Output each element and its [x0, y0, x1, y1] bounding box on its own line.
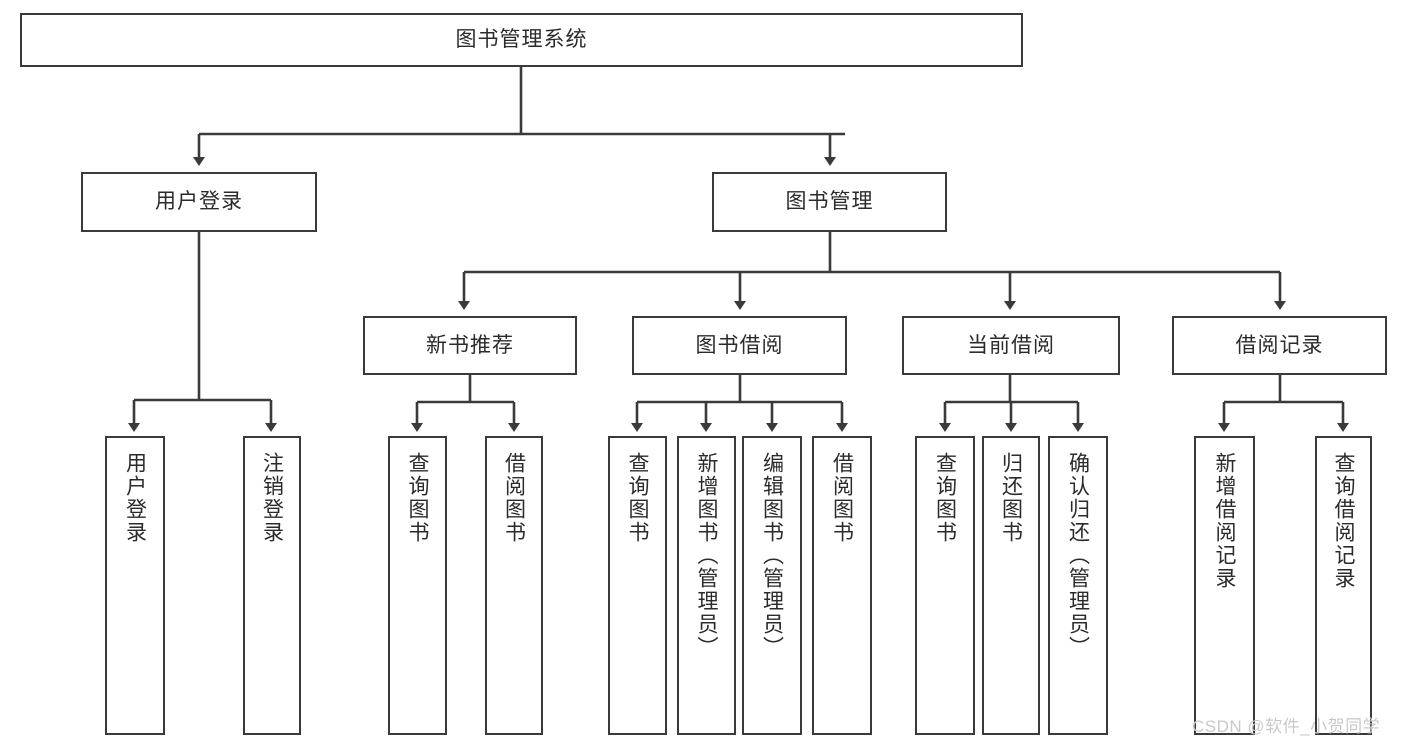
- node-book-borrow[interactable]: 图书借阅: [632, 316, 847, 375]
- node-label: 查询借阅记录: [1332, 452, 1355, 590]
- leaf-current-query-book[interactable]: 查询图书: [915, 436, 975, 735]
- leaf-current-confirm-return-admin[interactable]: 确认归还（管理员）: [1048, 436, 1108, 735]
- node-user-login[interactable]: 用户登录: [81, 172, 317, 232]
- node-label: 图书管理系统: [455, 28, 588, 52]
- node-borrow-record[interactable]: 借阅记录: [1172, 316, 1387, 375]
- leaf-borrow-edit-book-admin[interactable]: 编辑图书（管理员）: [742, 436, 802, 735]
- node-label: 用户登录: [123, 452, 147, 544]
- leaf-borrow-add-book-admin[interactable]: 新增图书（管理员）: [677, 436, 736, 735]
- node-label: 用户登录: [155, 190, 243, 214]
- node-label: 借阅图书: [830, 452, 854, 544]
- node-label: 图书借阅: [695, 333, 784, 357]
- node-label: 借阅图书: [502, 452, 526, 544]
- node-current-borrow[interactable]: 当前借阅: [902, 316, 1120, 375]
- node-book-management[interactable]: 图书管理: [712, 172, 947, 232]
- node-label: 当前借阅: [967, 333, 1055, 357]
- node-new-book-recommend[interactable]: 新书推荐: [363, 316, 577, 375]
- node-label: 新增借阅记录: [1213, 452, 1236, 590]
- node-label: 编辑图书（管理员）: [760, 452, 784, 659]
- leaf-record-add-record[interactable]: 新增借阅记录: [1194, 436, 1255, 735]
- leaf-user-logout[interactable]: 注销登录: [243, 436, 301, 735]
- node-label: 查询图书: [406, 452, 429, 544]
- node-label: 新书推荐: [426, 333, 514, 357]
- node-label: 借阅记录: [1235, 333, 1324, 357]
- leaf-current-return-book[interactable]: 归还图书: [982, 436, 1040, 735]
- node-label: 确认归还（管理员）: [1066, 452, 1090, 659]
- node-label: 查询图书: [626, 452, 649, 544]
- node-label: 新增图书（管理员）: [695, 452, 718, 659]
- leaf-borrow-query-book[interactable]: 查询图书: [608, 436, 667, 735]
- leaf-user-login[interactable]: 用户登录: [105, 436, 165, 735]
- node-label: 图书管理: [785, 190, 874, 214]
- csdn-watermark: CSDN @软件_小贺同学: [1192, 717, 1381, 736]
- leaf-recommend-query-book[interactable]: 查询图书: [388, 436, 447, 735]
- leaf-record-query-record[interactable]: 查询借阅记录: [1315, 436, 1372, 735]
- node-label: 注销登录: [260, 452, 284, 544]
- node-label: 归还图书: [999, 452, 1023, 544]
- leaf-recommend-borrow-book[interactable]: 借阅图书: [485, 436, 543, 735]
- leaf-borrow-borrow-book[interactable]: 借阅图书: [812, 436, 872, 735]
- node-root-system[interactable]: 图书管理系统: [20, 13, 1023, 67]
- node-label: 查询图书: [933, 452, 957, 544]
